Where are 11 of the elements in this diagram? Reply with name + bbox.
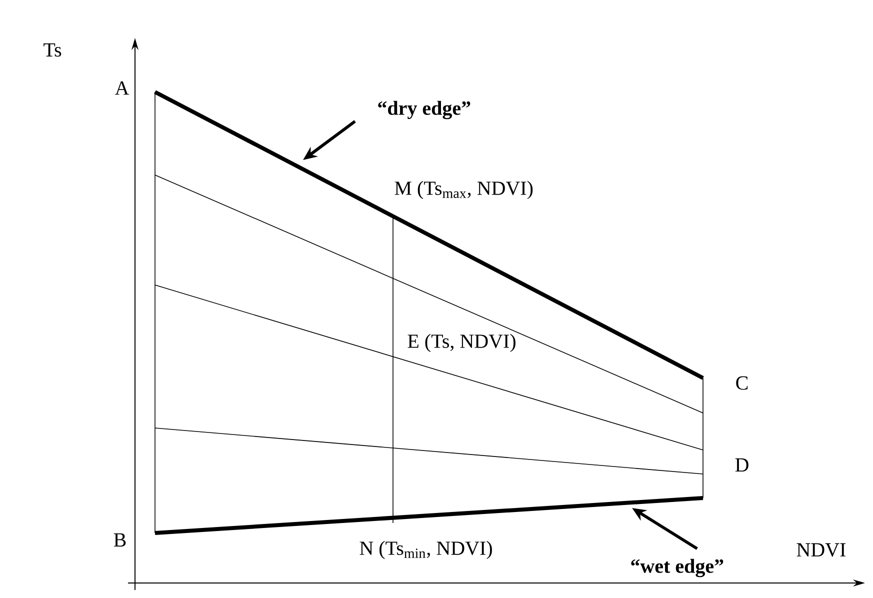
axis-label: NDVI	[796, 543, 846, 557]
edge-label: “wet edge”	[631, 558, 724, 578]
point-label: A	[114, 81, 130, 95]
point-label: N (Ts$_{min}$, NDVI)	[360, 540, 492, 560]
point-label: M (Ts$_{max}$, NDVI)	[394, 180, 533, 200]
axis-label: Ts	[44, 43, 62, 57]
point-label: C	[736, 376, 748, 390]
edge-label: “dry edge”	[378, 100, 470, 120]
point-label: B	[114, 533, 126, 547]
point-label: E (Ts, NDVI)	[408, 334, 516, 352]
point-label: D	[735, 458, 748, 472]
